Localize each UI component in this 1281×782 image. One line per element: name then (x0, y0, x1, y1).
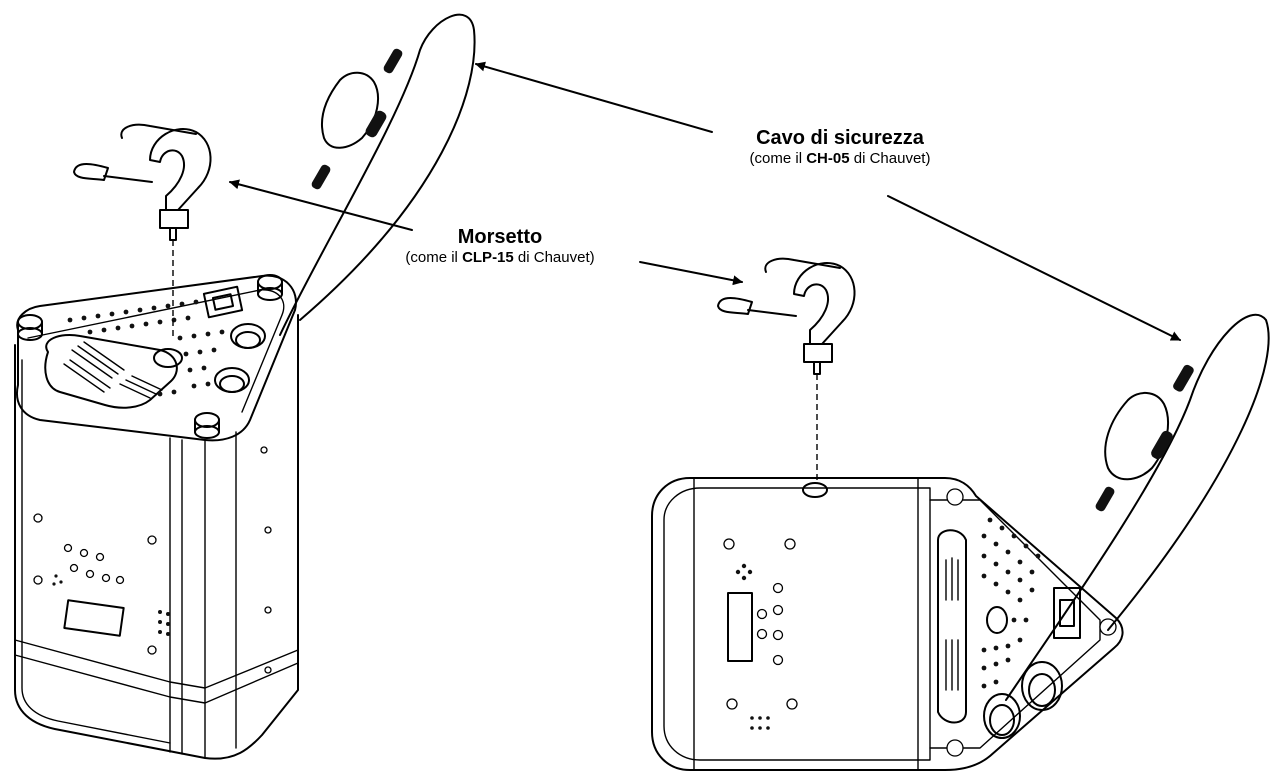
callout-safety-cable-subtitle: (come il CH-05 di Chauvet) (749, 150, 931, 167)
callout-clamp-subtitle: (come il CLP-15 di Chauvet) (405, 249, 595, 266)
fixture-side (651, 477, 1124, 771)
fixture-upright-top-plate (16, 274, 297, 442)
clamp-right (717, 257, 856, 375)
safety-cable-left (279, 13, 476, 336)
arrow-cable-left (475, 61, 713, 133)
arrow-clamp-left (229, 179, 413, 231)
callout-safety-cable: Cavo di sicurezza (come il CH-05 di Chau… (700, 127, 980, 167)
fixture-upright-vent-holes (67, 299, 225, 397)
fixture-upright-body (14, 314, 299, 760)
safety-cable-right (1005, 313, 1270, 701)
fixture-side-vent-holes (981, 517, 1041, 689)
fixture-side-body (651, 477, 1124, 771)
callout-safety-cable-title: Cavo di sicurezza (756, 127, 924, 149)
callout-arrows (229, 61, 1181, 341)
callout-clamp: Morsetto (come il CLP-15 di Chauvet) (360, 226, 640, 266)
clamp-left (73, 123, 212, 241)
fixture-upright (14, 274, 299, 760)
arrow-clamp-right (639, 261, 743, 286)
fixture-side-display (727, 592, 753, 662)
arrow-cable-right (887, 195, 1181, 341)
callout-clamp-title: Morsetto (457, 226, 543, 248)
